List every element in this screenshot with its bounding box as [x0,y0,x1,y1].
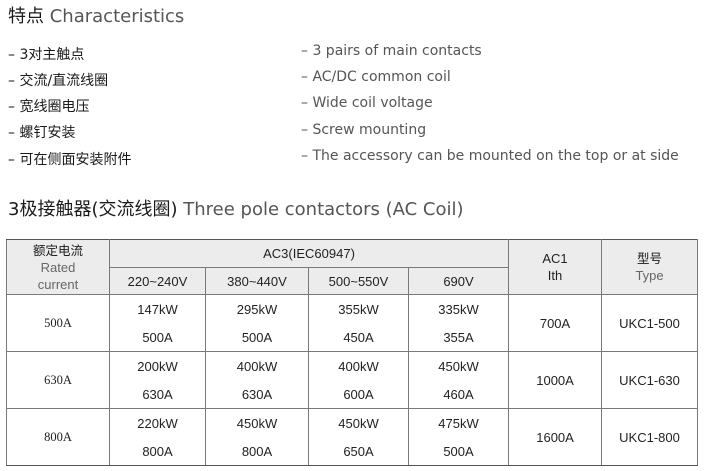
amp-value: 355A [443,329,474,345]
contactors-heading-en: Three pole contactors (AC Coil) [183,199,464,220]
amp-value: 800A [241,443,273,459]
amp-value: 500A [443,443,474,459]
rating-cell: 475kW 500A [407,408,510,466]
header-voltage-2: 380~440V [205,267,309,295]
rated-current-cell: 800A [6,408,110,466]
header-ac1: AC1 Ith [508,239,603,295]
kw-value: 220kW [137,415,178,431]
feature-cn-3: – 宽线圈电压 [8,99,90,115]
type-cell: UKC1-500 [601,294,699,352]
rating-cell: 450kW 650A [308,408,409,466]
amp-value: 500A [241,329,273,345]
header-voltage-4: 690V [407,267,510,295]
amp-value: 630A [241,386,273,402]
header-ac3: AC3(IEC60947) [108,239,510,268]
rating-cell: 355kW 450A [308,294,409,352]
rating-cell: 335kW 355A [407,294,510,352]
feature-en-3: – Wide coil voltage [301,95,433,111]
characteristics-heading-cn: 特点 [8,6,44,27]
feature-cn-5: – 可在侧面安装附件 [8,152,132,168]
feature-cn-2: – 交流/直流线圈 [8,73,109,89]
contactor-spec-table: 额定电流 Rated current AC3(IEC60947) AC1 Ith… [6,239,699,466]
rating-cell: 147kW 500A [109,294,206,352]
rating-cell: 220kW 800A [109,408,206,466]
feature-en-2: – AC/DC common coil [301,69,451,85]
amp-value: 450A [343,329,374,345]
kw-value: 295kW [236,301,278,317]
kw-value: 147kW [137,301,178,317]
contactors-heading: 3极接触器(交流线圈) Three pole contactors (AC Co… [8,199,464,221]
rated-current-cell: 500A [6,294,110,352]
feature-en-5: – The accessory can be mounted on the to… [301,148,679,164]
header-rated-current: 额定电流 Rated current [6,239,110,295]
header-type: 型号 Type [601,239,699,295]
ac1-cell: 700A [508,294,603,352]
kw-value: 355kW [338,301,379,317]
header-rated-current-en1: Rated [40,259,76,275]
table-row-500a: 500A 147kW 500A 295kW 500A 355kW 450A 335kW… [6,294,699,352]
header-type-en: Type [635,268,664,283]
kw-value: 475kW [438,415,479,431]
amp-value: 630A [142,386,173,402]
header-ith-label: Ith [547,268,563,283]
table-row-800a: 800A 220kW 800A 450kW 800A 450kW 650A 475kW… [6,408,699,466]
characteristics-heading: 特点 Characteristics [8,6,184,28]
amp-value: 460A [443,386,474,402]
feature-cn-1: – 3对主触点 [8,47,85,63]
header-rated-current-en2: current [37,276,79,292]
amp-value: 500A [142,329,173,345]
characteristics-heading-en: Characteristics [49,6,185,27]
amp-value: 800A [142,443,173,459]
header-voltage-3: 500~550V [308,267,409,295]
rating-cell: 450kW 460A [407,351,510,409]
kw-value: 200kW [137,358,178,374]
type-cell: UKC1-630 [601,351,699,409]
kw-value: 400kW [236,358,278,374]
table-row-630a: 630A 200kW 630A 400kW 630A 400kW 600A 450kW… [6,351,699,409]
kw-value: 450kW [236,415,278,431]
header-ac1-label: AC1 [542,251,568,266]
rating-cell: 450kW 800A [205,408,309,466]
ac1-cell: 1600A [508,408,603,466]
rating-cell: 400kW 630A [205,351,309,409]
rating-cell: 200kW 630A [109,351,206,409]
kw-value: 335kW [438,301,479,317]
amp-value: 650A [343,443,374,459]
amp-value: 600A [343,386,374,402]
feature-en-4: – Screw mounting [301,122,427,138]
kw-value: 450kW [438,358,479,374]
rating-cell: 295kW 500A [205,294,309,352]
rating-cell: 400kW 600A [308,351,409,409]
kw-value: 400kW [338,358,379,374]
contactors-heading-cn: 3极接触器(交流线圈) [8,199,178,220]
header-rated-current-cn: 额定电流 [32,242,83,258]
feature-en-1: – 3 pairs of main contacts [301,43,482,59]
type-cell: UKC1-800 [601,408,699,466]
header-voltage-1: 220~240V [109,267,206,295]
header-type-cn: 型号 [637,251,663,266]
kw-value: 450kW [338,415,379,431]
feature-cn-4: – 螺钉安装 [8,125,76,141]
ac1-cell: 1000A [508,351,603,409]
rated-current-cell: 630A [6,351,110,409]
